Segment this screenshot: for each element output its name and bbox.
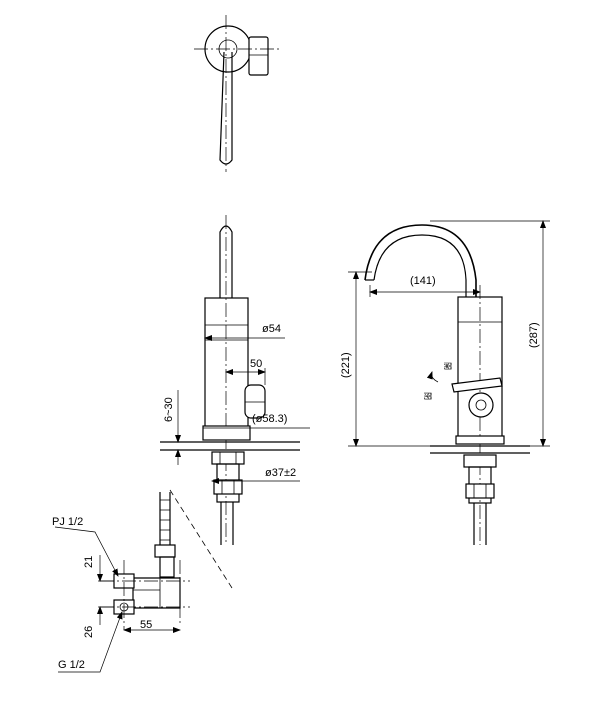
front-view-spout-outer bbox=[364, 224, 477, 297]
top-view bbox=[194, 15, 282, 172]
supply-connector bbox=[100, 492, 190, 630]
dim-connector-length: 55 bbox=[140, 619, 152, 631]
supply-hose-nut bbox=[154, 544, 176, 558]
front-view-lock-nut bbox=[463, 454, 497, 468]
front-view-lever-hub bbox=[468, 392, 494, 418]
supply-elbow bbox=[132, 577, 181, 609]
front-view-base-ring bbox=[455, 435, 505, 445]
dim-lever-offset: 50 bbox=[250, 358, 262, 370]
side-view-lever-knob bbox=[244, 384, 266, 419]
label-outlet-thread: G 1/2 bbox=[58, 659, 85, 671]
side-view: ø54 50 (ø58.3) 6~30 ø37±2 21 26 55 PJ 1/… bbox=[52, 215, 310, 673]
side-view-lock-nut bbox=[211, 451, 245, 465]
dim-spout-height: (221) bbox=[340, 352, 352, 378]
side-view-shank-nut bbox=[213, 479, 243, 495]
side-view-body bbox=[204, 297, 249, 429]
front-view-shank-nut bbox=[465, 483, 495, 499]
supply-hose bbox=[159, 492, 171, 545]
dim-overall-height: (287) bbox=[528, 322, 540, 348]
dim-outlet-offset: 26 bbox=[83, 626, 95, 638]
dim-mount-diameter: (ø58.3) bbox=[252, 413, 287, 425]
lever-open-mark: 開 bbox=[443, 362, 452, 370]
dim-spout-reach: (141) bbox=[410, 275, 436, 287]
side-view-base-ring bbox=[202, 425, 251, 441]
front-view-lever bbox=[451, 377, 503, 393]
label-supply-thread: PJ 1/2 bbox=[52, 516, 83, 528]
front-view-spout-inner bbox=[373, 234, 467, 297]
hose-phantom-line bbox=[169, 489, 233, 589]
dim-body-diameter: ø54 bbox=[262, 323, 281, 335]
dim-connector-height: 21 bbox=[83, 556, 95, 568]
dim-mount-thickness: 6~30 bbox=[163, 397, 175, 422]
dim-shank-diameter: ø37±2 bbox=[265, 467, 296, 479]
top-view-lever-handle bbox=[248, 36, 269, 76]
front-view: 開 閉 (141) (221) (287) bbox=[340, 220, 550, 545]
lever-close-mark: 閉 bbox=[423, 392, 432, 400]
